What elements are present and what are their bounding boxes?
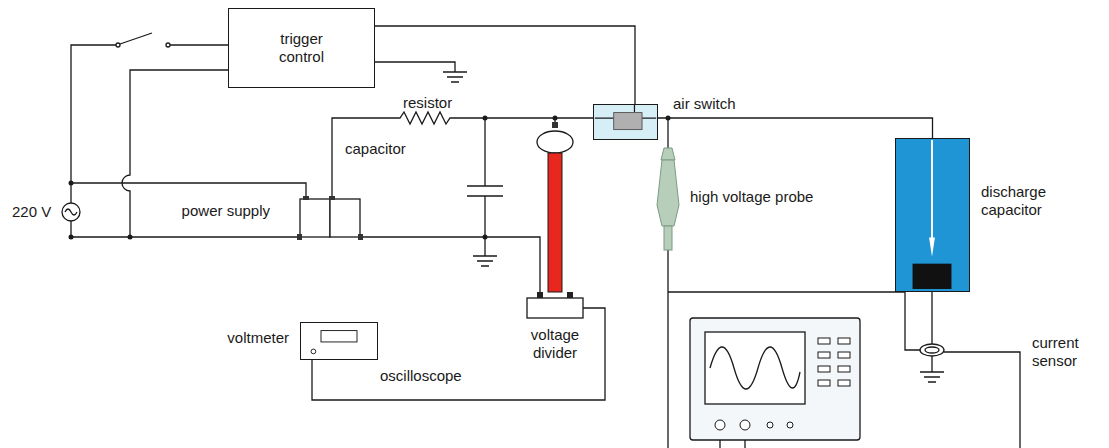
part-label: oscilloscope bbox=[380, 367, 462, 385]
scope-knob bbox=[767, 422, 773, 428]
junction-dot bbox=[483, 235, 488, 240]
current-sensor-ring bbox=[925, 347, 939, 353]
voltmeter-terminal bbox=[311, 349, 316, 354]
wire bbox=[362, 237, 540, 292]
scope-knob bbox=[715, 420, 725, 430]
scope-button bbox=[838, 338, 850, 344]
wire bbox=[667, 118, 668, 148]
part-label: discharge capacitor bbox=[981, 183, 1061, 219]
ground-symbol bbox=[375, 62, 467, 82]
voltmeter-display bbox=[321, 331, 357, 342]
part-label: 220 V bbox=[12, 203, 51, 221]
junction-dot bbox=[128, 235, 133, 240]
scope-knob bbox=[740, 420, 750, 430]
switch-electrode bbox=[614, 113, 642, 130]
terminal bbox=[329, 196, 335, 200]
wire-connector bbox=[658, 118, 933, 138]
current-sensor bbox=[920, 344, 944, 356]
part-label: resistor bbox=[403, 94, 452, 112]
scope-button bbox=[818, 380, 830, 386]
voltmeter: voltmeter bbox=[300, 322, 378, 360]
discharge-capacitor: discharge capacitor bbox=[895, 138, 970, 292]
scope-button bbox=[838, 366, 850, 372]
needle-tip bbox=[929, 237, 935, 256]
scope-button bbox=[818, 366, 830, 372]
wire bbox=[71, 183, 306, 196]
junction-dot bbox=[69, 235, 74, 240]
part-label: power supply bbox=[182, 202, 270, 220]
scope-button bbox=[838, 352, 850, 358]
part-label: high voltage probe bbox=[690, 188, 813, 206]
power-supply: power supply bbox=[298, 196, 362, 240]
switch-blade bbox=[120, 33, 152, 44]
supply-half bbox=[300, 199, 330, 237]
terminal bbox=[552, 122, 558, 128]
divider-base bbox=[527, 298, 583, 318]
junction-dot bbox=[69, 181, 74, 186]
voltage-divider: voltage divider bbox=[527, 122, 583, 318]
junction-dot bbox=[553, 116, 558, 121]
terminal bbox=[303, 196, 309, 200]
ground-wire bbox=[920, 292, 944, 382]
capacitor-symbol bbox=[467, 118, 503, 256]
oscilloscope-body bbox=[690, 318, 860, 440]
scope-button bbox=[818, 352, 830, 358]
scope-knob bbox=[787, 422, 793, 428]
power-supply-drawing bbox=[298, 196, 362, 240]
scope-button bbox=[818, 338, 830, 344]
wire bbox=[71, 221, 298, 237]
supply-half bbox=[330, 199, 360, 237]
probe-tail bbox=[664, 226, 672, 250]
oscilloscope-screen bbox=[705, 332, 805, 404]
switch-contact bbox=[166, 43, 170, 47]
part-label: current sensor bbox=[1032, 334, 1094, 370]
junction-dot bbox=[483, 116, 488, 121]
trigger-control-box: trigger control bbox=[228, 8, 375, 88]
capacitor-base bbox=[913, 264, 952, 289]
part-label: voltmeter bbox=[227, 329, 289, 347]
wire bbox=[170, 44, 228, 45]
divider-top bbox=[537, 131, 573, 153]
switch-contact bbox=[116, 43, 120, 47]
box-label: trigger control bbox=[257, 30, 347, 66]
terminal bbox=[567, 292, 573, 298]
needle-electrode bbox=[931, 140, 933, 249]
scope-button bbox=[838, 380, 850, 386]
discharge-capacitor-drawing bbox=[896, 139, 969, 291]
divider-column bbox=[548, 153, 562, 292]
air-switch-drawing bbox=[594, 105, 657, 139]
terminal bbox=[358, 234, 363, 240]
ac-source bbox=[62, 203, 80, 221]
air-switch: air switch bbox=[593, 104, 658, 140]
probe-cap bbox=[661, 148, 675, 160]
high-voltage-probe bbox=[657, 160, 679, 226]
part-label: air switch bbox=[673, 95, 736, 113]
part-label: voltage divider bbox=[520, 326, 590, 362]
sine-wave bbox=[710, 347, 800, 389]
ground-symbol bbox=[473, 256, 497, 266]
part-label: capacitor bbox=[345, 140, 406, 158]
ac-symbol bbox=[65, 209, 77, 215]
probe-lead bbox=[668, 250, 920, 448]
wire-connector bbox=[375, 26, 635, 104]
voltmeter-drawing bbox=[301, 323, 377, 359]
sensor-lead bbox=[944, 352, 1020, 448]
wire bbox=[71, 45, 116, 203]
terminal bbox=[537, 292, 543, 298]
voltage-divider-drawing bbox=[527, 122, 583, 318]
terminal bbox=[297, 234, 302, 240]
